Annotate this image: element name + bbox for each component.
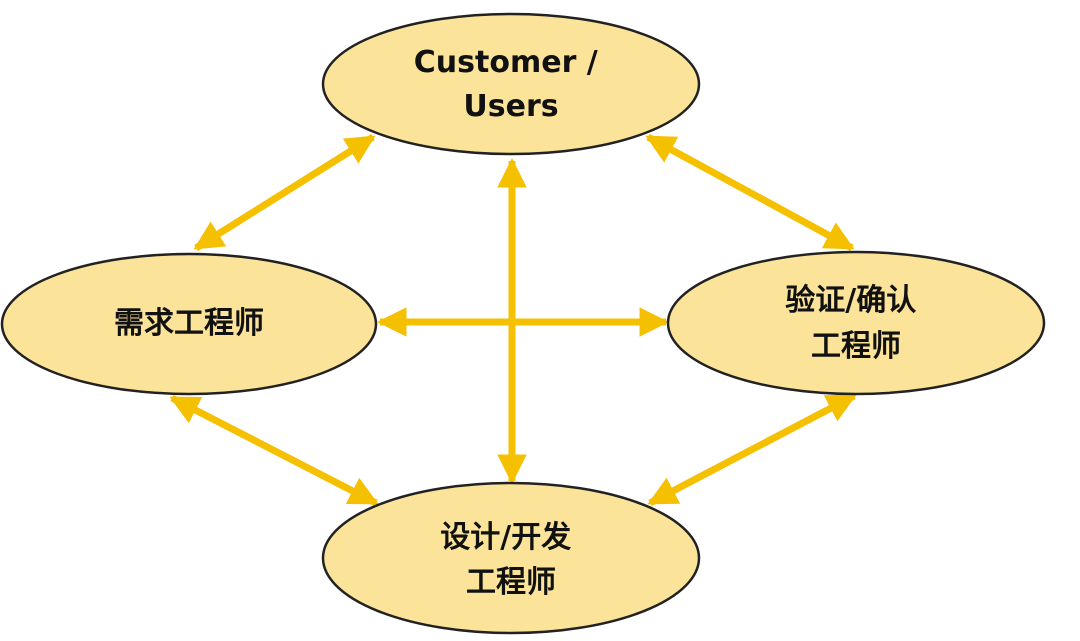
arrow-verification-design [647,392,857,507]
arrow-requirements-design [169,394,379,507]
node-customer-line-2: Users [463,89,558,124]
node-design: 设计/开发 工程师 [321,481,701,635]
node-design-label: 设计/开发 工程师 [440,520,581,600]
node-verification-line-2: 工程师 [811,329,901,364]
node-customer: Customer / Users [321,12,701,156]
arrow-customer-verification [645,133,855,252]
arrow-customer-requirements [193,134,376,251]
node-customer-line-1: Customer / [414,45,598,80]
node-verification-label: 验证/确认 工程师 [785,283,926,364]
nodes-layer: Customer / Users 需求工程师 验证/确认 工程师 设计/开发 工… [0,12,1046,635]
node-verification-line-1: 验证/确认 [785,283,916,318]
node-requirements: 需求工程师 [0,252,378,396]
node-customer-shape [321,12,701,156]
node-design-line-2: 工程师 [466,565,556,600]
node-requirements-line-1: 需求工程师 [114,306,264,341]
node-customer-label: Customer / Users [414,45,608,124]
node-design-shape [321,481,701,635]
node-requirements-shape [0,252,378,396]
node-design-line-1: 设计/开发 [440,520,571,555]
node-verification-shape [666,250,1046,396]
node-verification: 验证/确认 工程师 [666,250,1046,396]
node-requirements-label: 需求工程师 [114,306,264,341]
edges-layer [169,133,857,507]
